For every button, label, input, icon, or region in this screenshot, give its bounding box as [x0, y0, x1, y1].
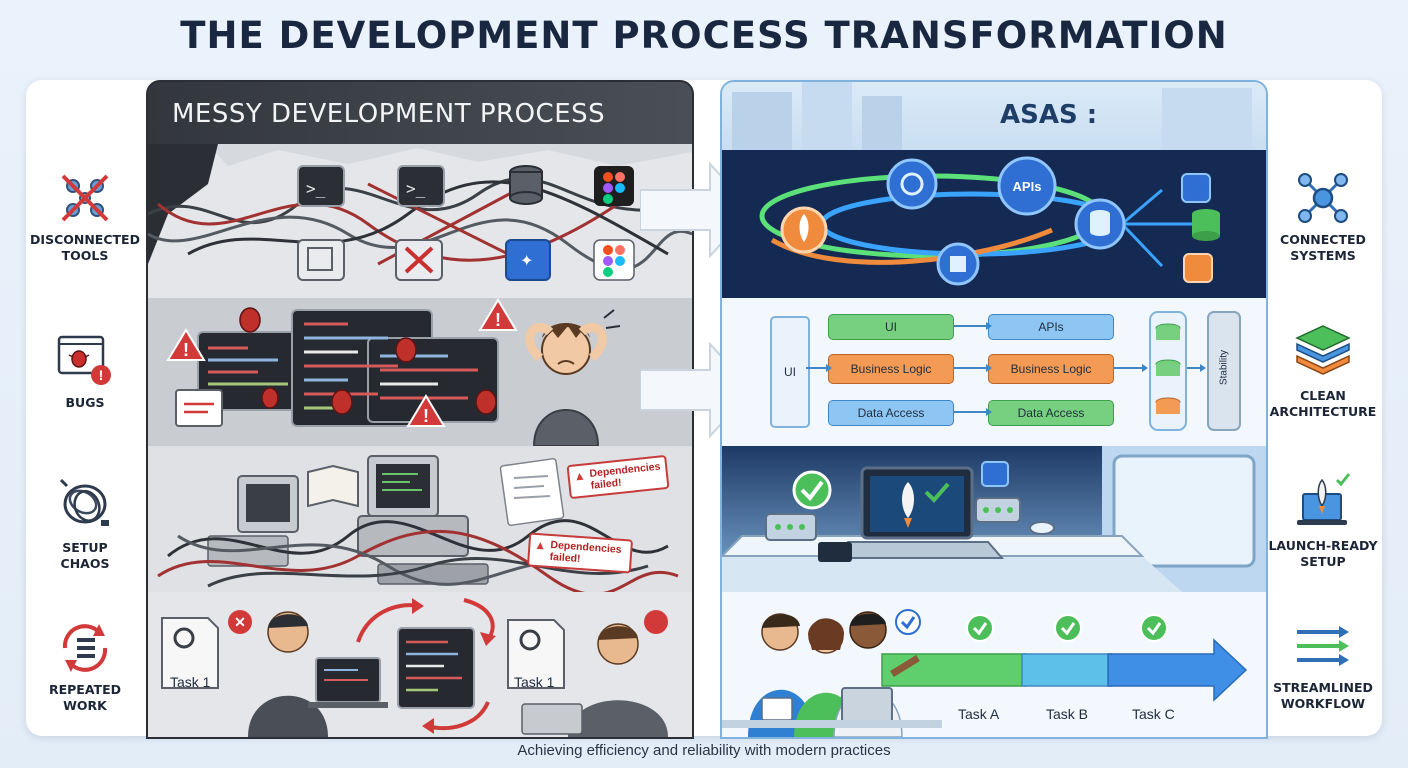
row-setup-chaos: ▲ Dependencies failed! ▲ Dependencies fa… [148, 446, 692, 592]
side-label: CLEAN ARCHITECTURE [1269, 388, 1377, 419]
side-label: SETUP CHAOS [60, 540, 110, 571]
side-label: BUGS [65, 395, 105, 410]
row-disconnected-tools: >_ >_ ✦ [148, 144, 692, 298]
apis-badge: APIs [1012, 178, 1042, 194]
error-message: Dependencies failed! [588, 460, 661, 492]
asas-panel-header: ASAS : [722, 82, 1266, 150]
svg-text:!: ! [183, 340, 189, 360]
tangled-cable-icon [59, 478, 109, 526]
svg-text:✦: ✦ [520, 251, 533, 270]
layers-icon [1295, 325, 1351, 375]
task-c-label: Task C [1132, 706, 1175, 722]
repeated-work-illustration: ✕ [161, 598, 668, 737]
task-label-right: Task 1 [514, 674, 555, 690]
svg-text:>_: >_ [406, 179, 426, 198]
asas-panel-title: ASAS : [1000, 100, 1098, 130]
arch-col2-data-access: Data Access [988, 400, 1114, 426]
asas-process-panel: ASAS : APIs [720, 80, 1268, 739]
network-icon [1298, 173, 1348, 223]
task-label-left: Task 1 [170, 674, 211, 690]
svg-text:✕: ✕ [234, 614, 246, 630]
error-card-dependencies-2: ▲ Dependencies failed! [526, 532, 634, 574]
svg-text:!: ! [99, 367, 104, 383]
page-title: THE DEVELOPMENT PROCESS TRANSFORMATION [180, 14, 1228, 57]
connected-systems-illustration [759, 156, 1220, 286]
row-launch-ready-setup [722, 446, 1266, 592]
row-streamlined-workflow: Task A Task B Task C [722, 592, 1266, 737]
svg-text:!: ! [423, 406, 429, 426]
task-b-label: Task B [1046, 706, 1089, 722]
side-label: STREAMLINED WORKFLOW [1273, 680, 1373, 711]
tangled-tools-illustration: >_ >_ ✦ [148, 144, 692, 298]
arch-col1-data-access: Data Access [828, 400, 954, 426]
row-connected-systems: APIs [722, 150, 1266, 298]
building-backdrop [732, 82, 1252, 150]
arch-stability-label: Stability [1218, 350, 1230, 386]
side-label: LAUNCH-READY SETUP [1268, 538, 1378, 569]
svg-text:!: ! [495, 310, 501, 330]
arch-col2-business-logic: Business Logic [988, 354, 1114, 384]
side-item-launch-ready-setup: LAUNCH-READY SETUP [1264, 472, 1382, 570]
messy-panel-header: MESSY DEVELOPMENT PROCESS [148, 82, 692, 144]
side-item-bugs: ! BUGS [26, 333, 144, 411]
row-repeated-work: ✕ Task 1 Task 1 [148, 592, 692, 737]
launch-ready-illustration [722, 446, 1266, 592]
workflow-illustration [722, 609, 1248, 737]
arch-col1-ui: UI [828, 314, 954, 340]
side-item-disconnected-tools: DISCONNECTED TOOLS [26, 170, 144, 264]
side-label: DISCONNECTED TOOLS [30, 232, 140, 263]
error-message: Dependencies failed! [549, 538, 622, 566]
side-item-streamlined-workflow: STREAMLINED WORKFLOW [1264, 618, 1382, 712]
side-item-setup-chaos: SETUP CHAOS [26, 474, 144, 572]
side-label: REPEATED WORK [48, 682, 121, 713]
row-bugs: ! ! ! [148, 298, 692, 446]
buggy-code-illustration: ! ! ! [166, 298, 621, 446]
arrows-right-icon [1297, 626, 1349, 666]
warning-icon: ▲ [572, 468, 587, 484]
messy-process-panel: MESSY DEVELOPMENT PROCESS >_ >_ [146, 80, 694, 739]
side-item-repeated-work: REPEATED WORK [26, 620, 144, 714]
footer-caption: Achieving efficiency and reliability wit… [517, 742, 891, 759]
messy-panel-title: MESSY DEVELOPMENT PROCESS [172, 99, 606, 129]
setup-chaos-illustration [157, 455, 679, 592]
disconnected-icon [61, 174, 109, 222]
bug-window-icon: ! [57, 335, 111, 385]
svg-text:>_: >_ [306, 179, 326, 198]
task-a-label: Task A [958, 706, 1000, 722]
arch-col2-apis: APIs [988, 314, 1114, 340]
rocket-laptop-icon [1297, 473, 1351, 525]
side-item-connected-systems: CONNECTED SYSTEMS [1264, 170, 1382, 264]
side-label: CONNECTED SYSTEMS [1280, 232, 1366, 263]
row-clean-architecture: UI UI Business Logic Data Access APIs Bu… [722, 298, 1266, 446]
side-item-clean-architecture: CLEAN ARCHITECTURE [1264, 322, 1382, 420]
arch-col1-business-logic: Business Logic [828, 354, 954, 384]
warning-icon: ▲ [533, 537, 547, 553]
arch-ui-left: UI [770, 316, 810, 428]
repeat-list-icon [62, 624, 108, 672]
